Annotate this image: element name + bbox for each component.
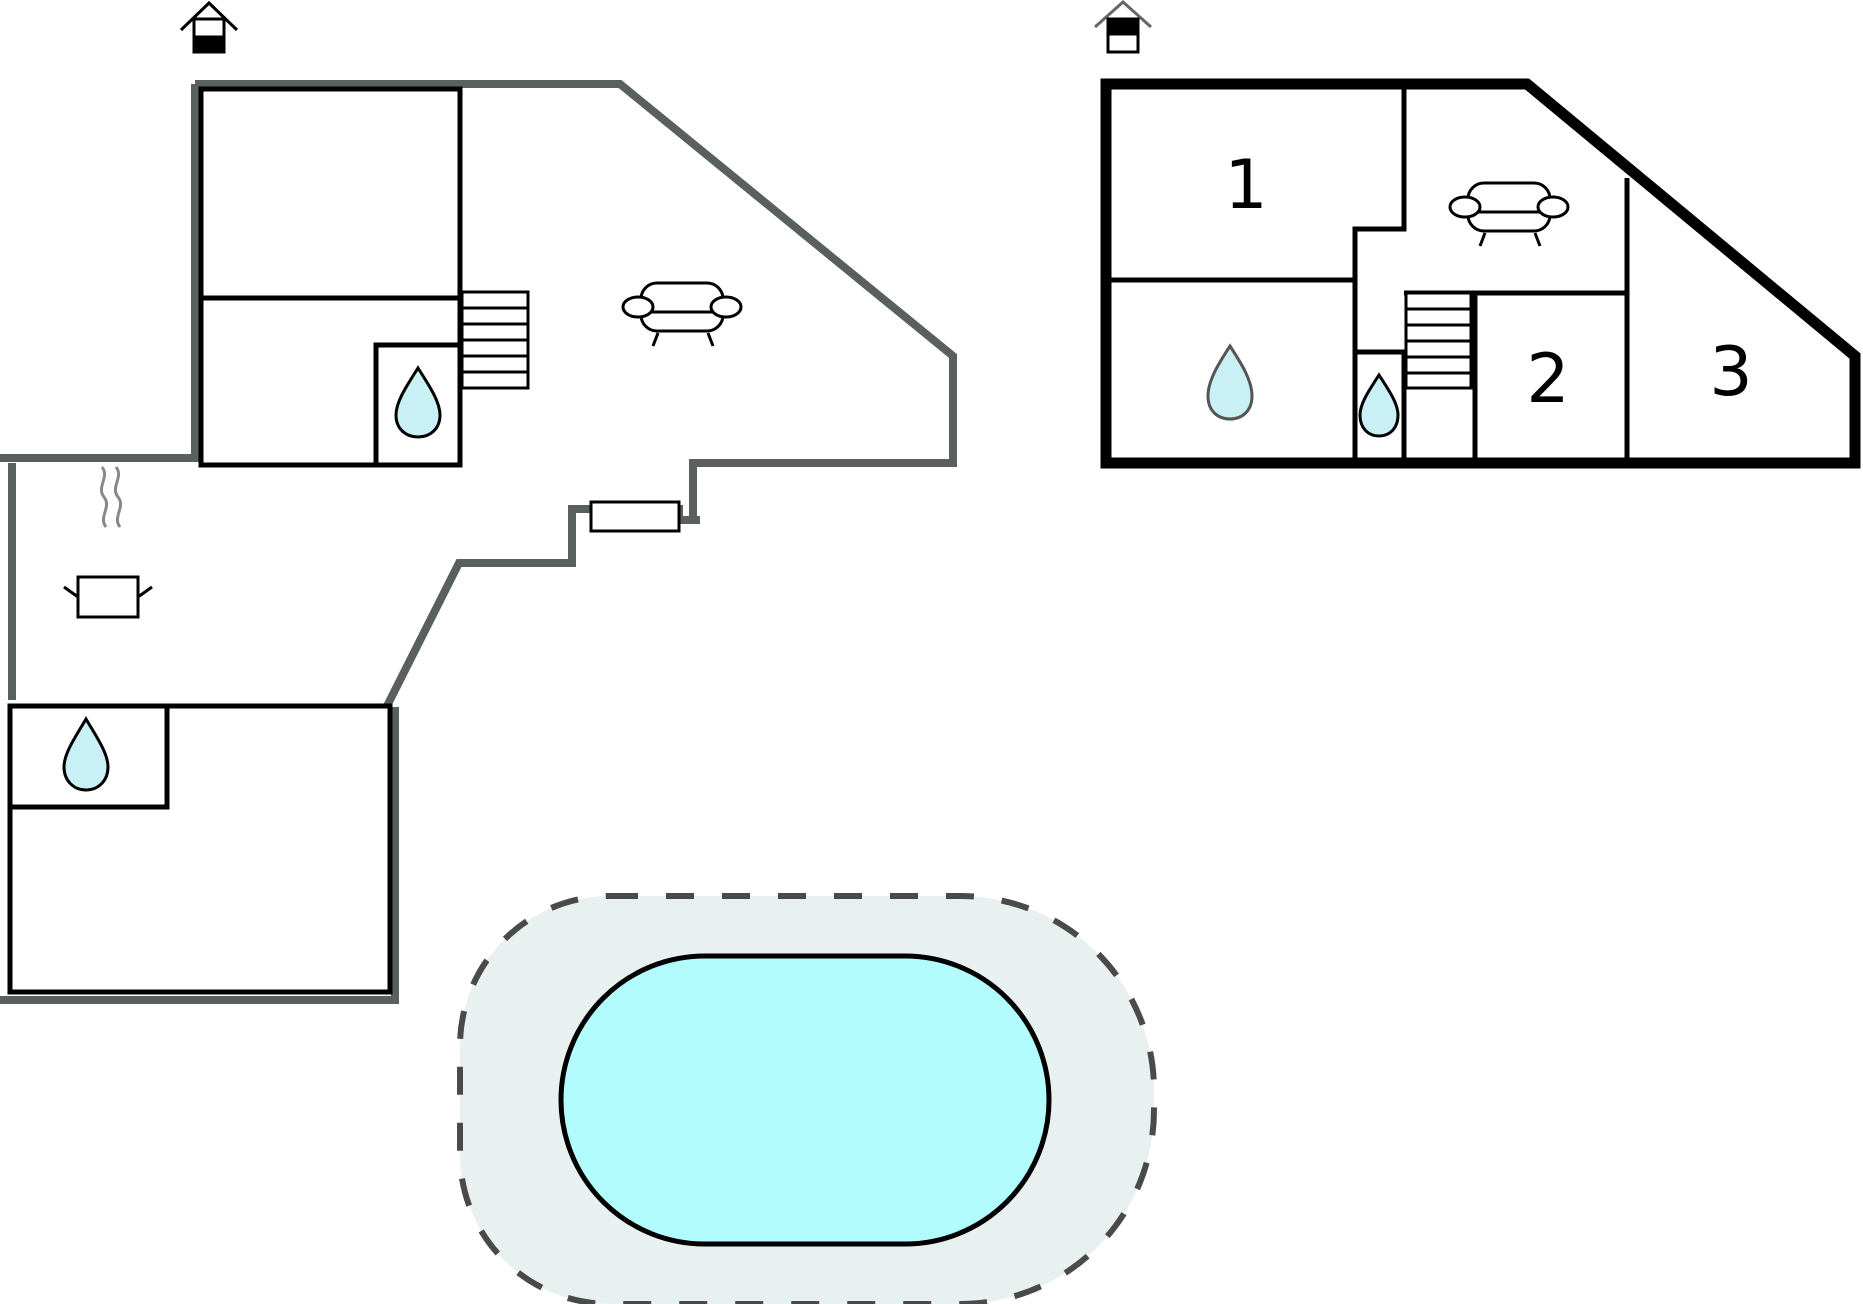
room-bedroom-a [198, 86, 463, 301]
outer-walls [0, 80, 957, 1004]
room-number-1: 1 [1224, 146, 1267, 225]
upper-outer-walls [1100, 78, 1861, 469]
room-bathroom-b [7, 703, 170, 810]
upper-floor-plan: 1 2 3 [1094, 0, 1861, 469]
water-drop-icon [1358, 372, 1400, 438]
room-number-2: 2 [1526, 340, 1569, 419]
sofa-icon [621, 281, 743, 347]
water-drop-icon [394, 365, 442, 439]
ground-floor-plan [0, 0, 957, 1004]
cooking-pot-icon [63, 466, 153, 619]
swimming-pool-icon [457, 893, 1157, 1304]
room-bedroom-c [7, 703, 393, 995]
sofa-icon [1448, 181, 1570, 247]
room-number-3: 3 [1709, 333, 1752, 412]
house-level-icon-ground [179, 0, 239, 54]
pool-water [558, 953, 1052, 1247]
stairs-icon [460, 290, 530, 390]
water-drop-icon [1206, 343, 1254, 421]
stairs-icon [1404, 291, 1473, 390]
door-mat-icon [589, 500, 681, 533]
room-bathroom-a [373, 342, 463, 468]
water-drop-icon [62, 716, 110, 792]
house-level-icon-upper [1094, 0, 1152, 54]
